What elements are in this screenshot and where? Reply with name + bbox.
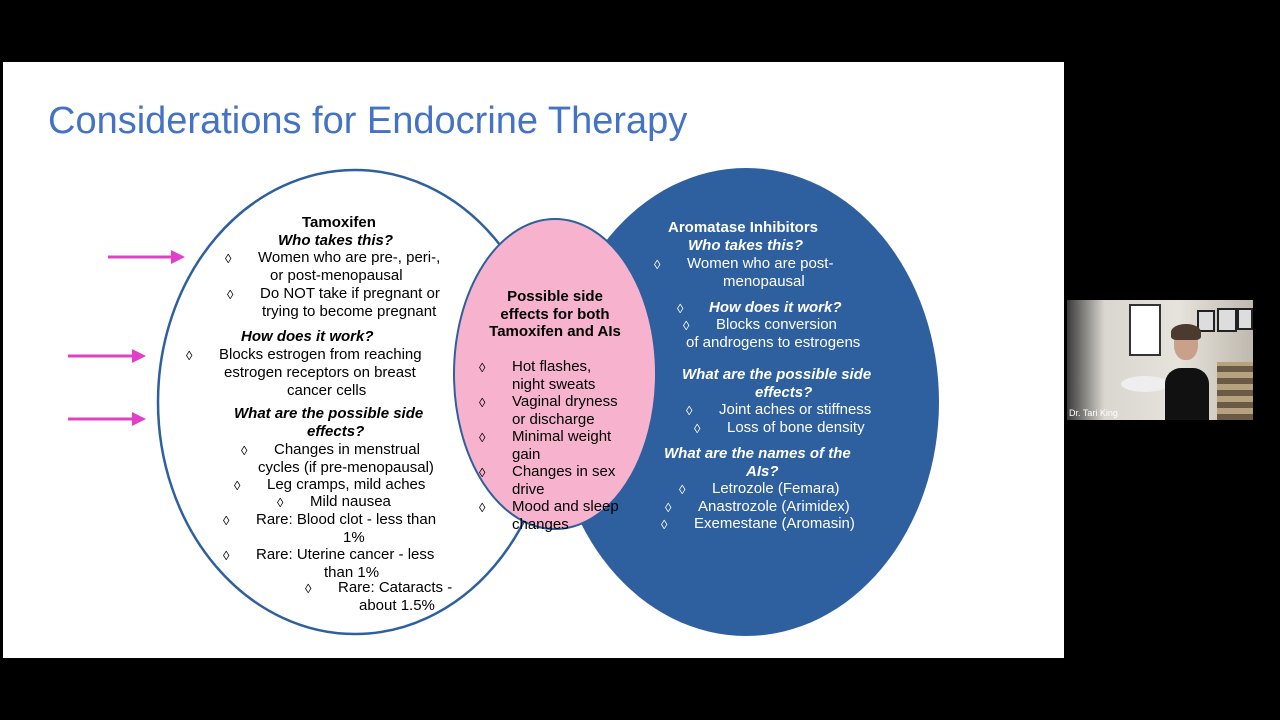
tamoxifen-side-item: 1% [343, 529, 365, 546]
ais-side-item: Joint aches or stiffness [719, 401, 872, 418]
ais-who-item: menopausal [723, 273, 805, 290]
ais-name-item: Anastrozole (Arimidex) [698, 498, 850, 515]
bullet-icon: ◊ [223, 548, 230, 563]
ais-name-item: Letrozole (Femara) [712, 480, 840, 497]
tamoxifen-who-item: trying to become pregnant [262, 303, 437, 320]
bullet-icon: ◊ [679, 482, 686, 497]
tamoxifen-side-item: than 1% [324, 564, 380, 581]
tamoxifen-how-question: How does it work? [241, 328, 374, 345]
venn-diagram [68, 168, 939, 636]
ais-how-item: Blocks conversion [716, 316, 837, 333]
bullet-icon: ◊ [665, 500, 672, 515]
ais-side-item: Loss of bone density [727, 419, 865, 436]
bullet-icon: ◊ [479, 360, 486, 375]
ais-who-question: Who takes this? [688, 237, 804, 254]
bookshelf [1217, 362, 1253, 420]
table [1121, 376, 1169, 392]
tamoxifen-who-item: Women who are pre-, peri-, [258, 249, 441, 266]
bullet-icon: ◊ [479, 500, 486, 515]
overlap-item: Hot flashes, [512, 358, 592, 375]
wall-frame [1197, 310, 1215, 332]
ais-name-item: Exemestane (Aromasin) [694, 515, 855, 532]
overlap-item: or discharge [512, 411, 595, 428]
bullet-icon: ◊ [479, 430, 486, 445]
bullet-icon: ◊ [186, 348, 193, 363]
wall-frame [1237, 308, 1253, 330]
tamoxifen-side-item: Rare: Uterine cancer - less [256, 546, 435, 563]
bullet-icon: ◊ [234, 478, 241, 493]
bullet-icon: ◊ [479, 465, 486, 480]
overlap-item: Changes in sex [512, 463, 616, 480]
ais-side-question: effects? [755, 384, 813, 401]
bullet-icon: ◊ [277, 495, 284, 510]
pointer-arrow [68, 412, 146, 426]
bullet-icon: ◊ [227, 287, 234, 302]
overlap-item: Mood and sleep [512, 498, 619, 515]
pointer-arrow [68, 349, 146, 363]
overlap-item: night sweats [512, 376, 596, 393]
bullet-icon: ◊ [654, 257, 661, 272]
tamoxifen-side-item: Rare: Blood clot - less than [256, 511, 437, 528]
overlap-heading: Possible side effects for both Tamoxifen… [475, 288, 635, 341]
bullet-icon: ◊ [305, 581, 312, 596]
speaker-hair [1171, 324, 1201, 340]
tamoxifen-side-item: about 1.5% [359, 597, 435, 614]
overlap-item: gain [512, 446, 541, 463]
wall-frame [1217, 308, 1237, 332]
overlap-region [453, 218, 657, 530]
ais-names-question: AIs? [746, 463, 779, 480]
speaker-video-tile[interactable]: Dr. Tari King [1067, 300, 1253, 420]
bullet-icon: ◊ [677, 301, 684, 316]
ais-side-question: What are the possible side [682, 366, 872, 383]
overlap-heading-line: Possible side [507, 288, 603, 305]
tamoxifen-who-item: Do NOT take if pregnant or [260, 285, 440, 302]
ais-names-question: What are the names of the [664, 445, 851, 462]
ais-who-item: Women who are post- [687, 255, 834, 272]
ais-how-item: of androgens to estrogens [686, 334, 861, 351]
ais-circle [553, 168, 939, 636]
overlap-item: drive [512, 481, 545, 498]
slide-title: Considerations for Endocrine Therapy [48, 100, 688, 142]
bullet-icon: ◊ [661, 517, 668, 532]
overlap-heading-line: Tamoxifen and AIs [489, 323, 621, 340]
tamoxifen-side-item: Mild nausea [310, 493, 391, 510]
tamoxifen-side-question: What are the possible side [234, 405, 424, 422]
tamoxifen-how-item: Blocks estrogen from reaching [219, 346, 422, 363]
tamoxifen-side-item: Changes in menstrual [274, 441, 420, 458]
speaker-name-label: Dr. Tari King [1069, 408, 1118, 418]
tamoxifen-side-item: Rare: Cataracts - [338, 579, 453, 596]
tamoxifen-who-question: Who takes this? [278, 232, 394, 249]
bullet-icon: ◊ [225, 251, 232, 266]
overlap-item: Minimal weight [512, 428, 612, 445]
overlap-heading-line: effects for both [500, 305, 610, 323]
bullet-icon: ◊ [694, 421, 701, 436]
tamoxifen-side-item: Leg cramps, mild aches [267, 476, 426, 493]
tamoxifen-how-item: estrogen receptors on breast [224, 364, 416, 381]
bullet-icon: ◊ [686, 403, 693, 418]
tamoxifen-how-item: cancer cells [287, 382, 367, 399]
tamoxifen-side-question: effects? [307, 423, 365, 440]
tamoxifen-heading: Tamoxifen [302, 214, 376, 231]
speaker-body [1165, 368, 1209, 420]
presentation-slide: Considerations for Endocrine Therapy Tam… [3, 62, 1064, 658]
pointer-arrow [108, 250, 185, 264]
overlap-item: changes [512, 516, 569, 533]
bullet-icon: ◊ [241, 443, 248, 458]
overlap-item: Vaginal dryness [512, 393, 618, 410]
tamoxifen-side-item: cycles (if pre-menopausal) [258, 459, 434, 476]
bullet-icon: ◊ [223, 513, 230, 528]
wall-frame [1129, 304, 1161, 356]
bullet-icon: ◊ [683, 318, 690, 333]
tamoxifen-who-item: or post-menopausal [270, 267, 403, 284]
ais-heading: Aromatase Inhibitors [668, 219, 819, 236]
bullet-icon: ◊ [479, 395, 486, 410]
ais-how-question: How does it work? [709, 299, 842, 316]
